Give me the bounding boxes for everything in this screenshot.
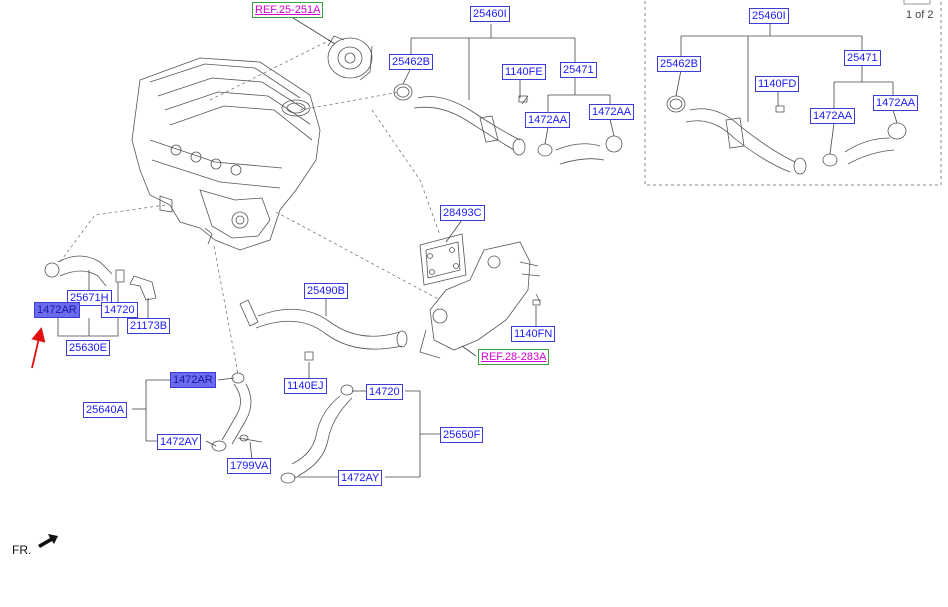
part-label-25462B[interactable]: 25462B <box>389 54 433 70</box>
upper-pipe-drawing <box>393 83 623 165</box>
part-label-25471[interactable]: 25471 <box>844 50 881 66</box>
page-nav-tab <box>903 0 931 5</box>
part-label-1472AY[interactable]: 1472AY <box>157 434 202 450</box>
part-label-14720[interactable]: 14720 <box>101 302 138 318</box>
part-label-1799VA[interactable]: 1799VA <box>227 458 272 474</box>
hose-25640A-drawing <box>211 372 263 452</box>
part-label-1140FN[interactable]: 1140FN <box>511 326 556 342</box>
part-label-25630E[interactable]: 25630E <box>66 340 110 356</box>
engine-block-drawing <box>131 57 321 251</box>
gasket-drawing <box>419 233 467 286</box>
part-label-25462B[interactable]: 25462B <box>657 56 701 72</box>
part-label-21173B[interactable]: 21173B <box>127 318 171 334</box>
ref-link-25-251A[interactable]: REF.25-251A <box>252 2 324 18</box>
part-label-1472AA[interactable]: 1472AA <box>589 104 635 120</box>
part-label-1472AA[interactable]: 1472AA <box>810 108 856 124</box>
part-label-1140FD[interactable]: 1140FD <box>755 76 800 92</box>
hose-25650F-drawing <box>280 384 354 484</box>
part-label-1472AR-highlighted[interactable]: 1472AR <box>34 302 80 318</box>
front-direction-label: FR. <box>12 543 32 557</box>
inset-pipe-drawing <box>666 95 907 175</box>
pipe-25490B-drawing <box>239 299 408 361</box>
part-label-1472AA[interactable]: 1472AA <box>525 112 571 128</box>
part-label-1140EJ[interactable]: 1140EJ <box>284 378 327 394</box>
part-label-1472AA[interactable]: 1472AA <box>873 95 919 111</box>
water-pump-drawing <box>327 35 373 81</box>
thermostat-housing-drawing <box>419 241 541 359</box>
part-label-25471[interactable]: 25471 <box>560 62 597 78</box>
part-label-1472AY[interactable]: 1472AY <box>338 470 383 486</box>
part-label-25460I[interactable]: 25460I <box>749 8 789 24</box>
variant-inset-box <box>644 0 942 186</box>
dashed-leaders <box>59 39 441 375</box>
part-label-25650F[interactable]: 25650F <box>440 427 484 443</box>
part-label-25490B[interactable]: 25490B <box>304 283 348 299</box>
ref-link-28-283A[interactable]: REF.28-283A <box>478 349 550 365</box>
part-label-25640A[interactable]: 25640A <box>83 402 127 418</box>
part-label-14720[interactable]: 14720 <box>366 384 403 400</box>
leader-lines <box>57 15 898 478</box>
part-label-25460I[interactable]: 25460I <box>470 6 510 22</box>
left-hose-drawing <box>44 255 157 301</box>
pointer-arrow <box>31 326 46 369</box>
fr-arrow-icon <box>38 534 58 548</box>
part-label-1472AR-highlighted[interactable]: 1472AR <box>170 372 216 388</box>
part-label-1140FE[interactable]: 1140FE <box>502 64 546 80</box>
part-label-28493C[interactable]: 28493C <box>440 205 485 221</box>
page-indicator: 1 of 2 <box>906 9 934 21</box>
